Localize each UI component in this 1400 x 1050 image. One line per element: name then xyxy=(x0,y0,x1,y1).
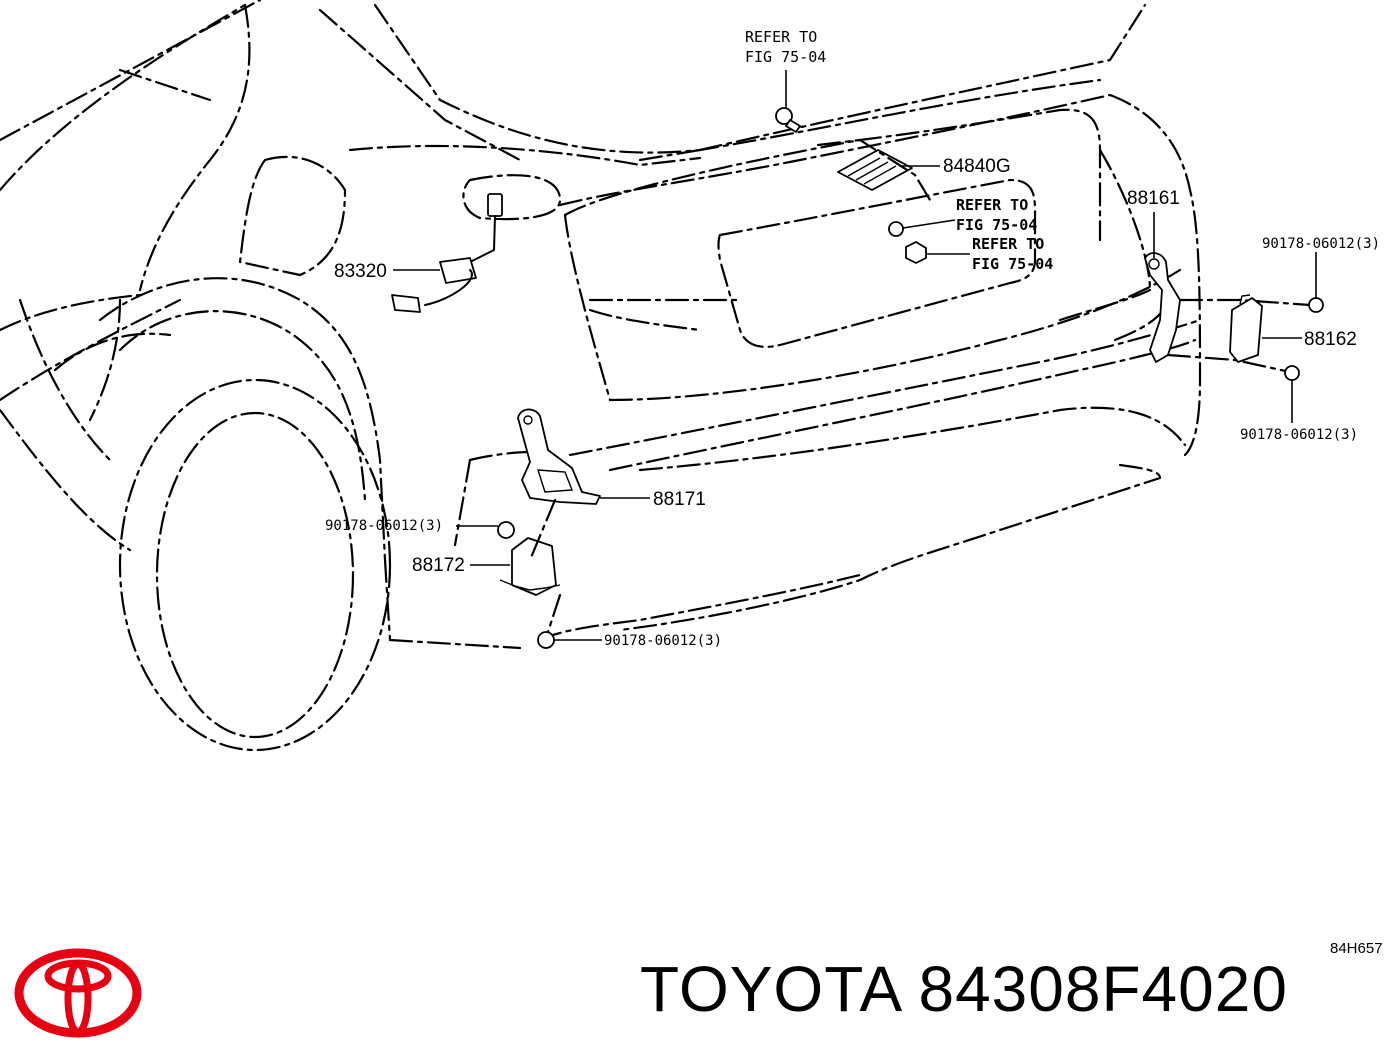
nut-mid2 xyxy=(905,241,927,264)
bolt-top xyxy=(775,107,801,133)
nut-mid1 xyxy=(888,221,904,237)
clip-right-top xyxy=(1308,297,1324,313)
part-88171-bracket xyxy=(517,408,601,505)
vehicle-outline xyxy=(0,0,1202,752)
part-label-88172: 88172 xyxy=(412,555,465,576)
clip-right-bottom xyxy=(1284,365,1300,381)
part-83320-harness xyxy=(391,193,503,313)
refer-label-top-1: REFER TO xyxy=(745,28,817,46)
clip-label-left-bottom: 90178-06012(3) xyxy=(604,633,722,649)
clip-label-left-top: 90178-06012(3) xyxy=(325,518,443,534)
part-label-88161: 88161 xyxy=(1127,188,1180,209)
refer-label-mid1-1: REFER TO xyxy=(956,196,1028,214)
brand-name: TOYOTA xyxy=(640,953,900,1025)
part-88162-sensor xyxy=(1229,294,1263,363)
part-number: 84308F4020 xyxy=(918,953,1288,1025)
refer-label-mid1-2: FIG 75-04 xyxy=(956,216,1037,234)
part-88172-sensor xyxy=(499,537,561,596)
refer-label-top-2: FIG 75-04 xyxy=(745,48,826,66)
clip-label-right-top: 90178-06012(3) xyxy=(1262,236,1380,252)
refer-label-mid2-1: REFER TO xyxy=(972,235,1044,253)
clip-left-bottom xyxy=(537,631,555,649)
part-label-83320: 83320 xyxy=(334,261,387,282)
part-label-88171: 88171 xyxy=(653,489,706,510)
refer-label-mid2-2: FIG 75-04 xyxy=(972,255,1053,273)
part-label-88162: 88162 xyxy=(1304,329,1357,350)
leader-lines xyxy=(393,70,1317,641)
part-88161-bracket xyxy=(1144,252,1312,374)
part-label-84840G: 84840G xyxy=(943,156,1011,177)
clip-left-top xyxy=(497,521,515,539)
clip-label-right-bottom: 90178-06012(3) xyxy=(1240,427,1358,443)
part-84840G-switch xyxy=(816,138,932,202)
toyota-logo-icon xyxy=(14,948,142,1038)
brand-part-title: TOYOTA 84308F4020 xyxy=(640,952,1288,1026)
diagram-code: 84H657 xyxy=(1330,940,1383,957)
